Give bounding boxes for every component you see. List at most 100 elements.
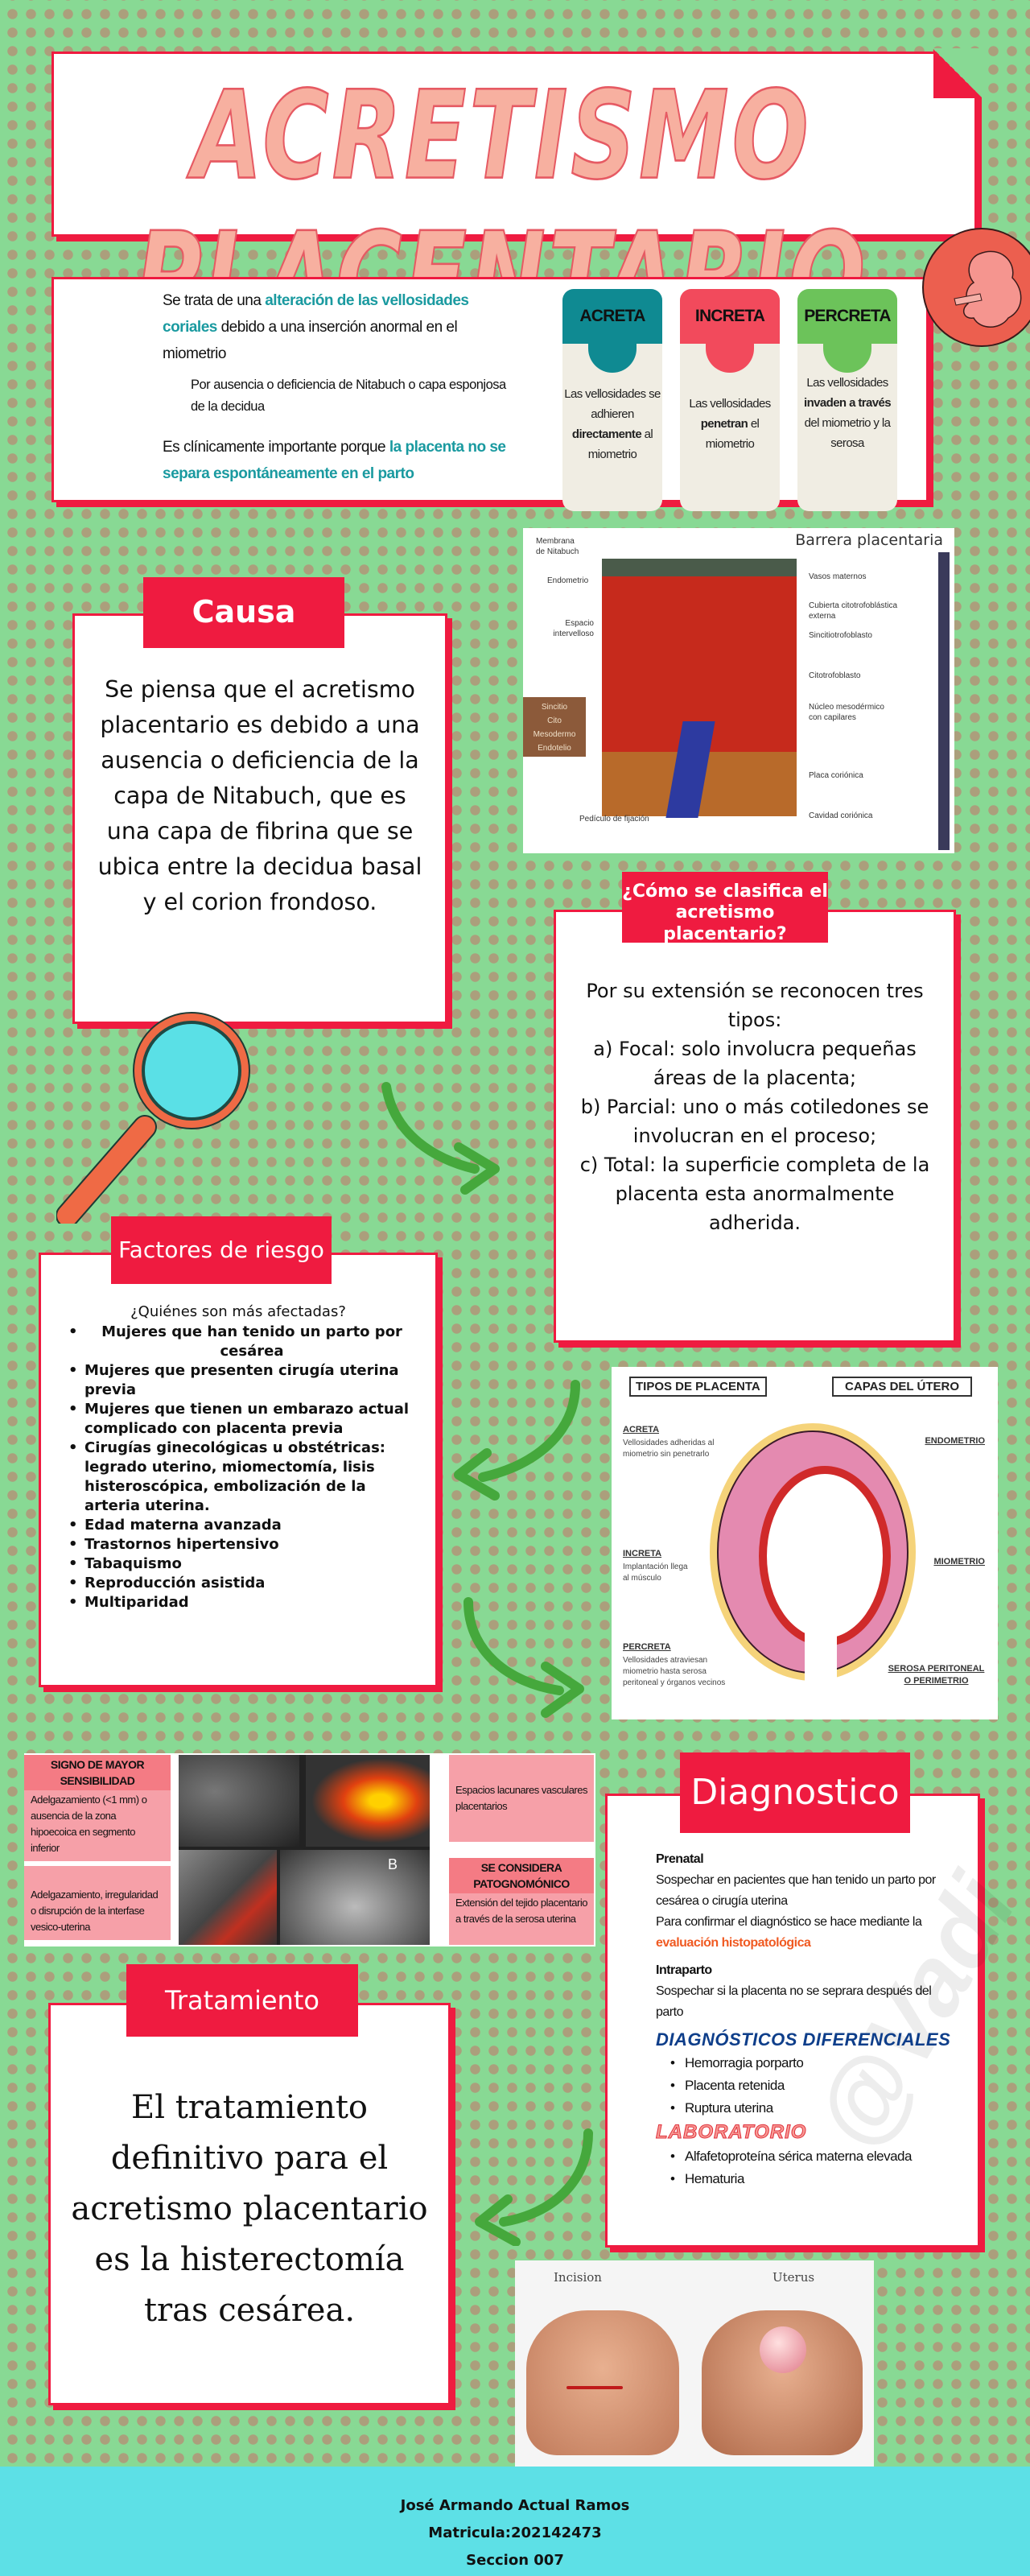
diagnostico-card: @Vadi Prenatal Sospechar en pacientes qu… bbox=[605, 1794, 1030, 2248]
factores-card: ¿Quiénes son más afectadas? Mujeres que … bbox=[39, 1253, 438, 1687]
prenatal-label: Prenatal bbox=[656, 1852, 704, 1866]
box-label: Endotelio bbox=[538, 744, 571, 753]
ultrasound-image-3 bbox=[179, 1850, 277, 1945]
tratamiento-text: El tratamiento definitivo para el acreti… bbox=[71, 2089, 428, 2329]
layer-label: MIOMETRIO bbox=[933, 1557, 985, 1567]
label-cubierta: Cubierta citotrofoblástica externa bbox=[809, 601, 898, 621]
arrow-right-icon bbox=[459, 1594, 595, 1723]
label-pediculo: Pedículo de fijación bbox=[579, 815, 649, 824]
diagnostico-body: Prenatal Sospechar en pacientes que han … bbox=[656, 1849, 962, 2190]
sign-sensitivity-box: SIGNO DE MAYOR SENSIBILIDAD Adelgazamien… bbox=[24, 1755, 171, 1861]
confirm-text: Para confirmar el diagnóstico se hace me… bbox=[656, 1915, 922, 1929]
box-heading: SIGNO DE MAYOR SENSIBILIDAD bbox=[24, 1755, 171, 1790]
list-item: Tabaquismo bbox=[65, 1554, 419, 1574]
ultrasound-images: B bbox=[179, 1755, 430, 1945]
uterus-label: Uterus bbox=[772, 2270, 815, 2285]
diferenciales-heading: DIAGNÓSTICOS DIFERENCIALES bbox=[656, 2029, 951, 2050]
ultrasound-doppler-image bbox=[306, 1755, 430, 1847]
intro-subnote: Por ausencia o deficiencia de Nitabuch o… bbox=[191, 378, 506, 414]
diagnostico-heading: Diagnostico bbox=[680, 1752, 910, 1833]
lacunar-spaces-box: Espacios lacunares vasculares placentari… bbox=[449, 1755, 594, 1842]
clasificacion-card: Por su extensión se reconocen tres tipos… bbox=[554, 910, 956, 1343]
list-item: Mujeres que han tenido un parto por cesá… bbox=[65, 1323, 419, 1361]
type-desc: Vellosidades adheridas al miometrio sin … bbox=[623, 1439, 715, 1459]
clasificacion-line: b) Parcial: uno o más cotiledones se inv… bbox=[580, 1096, 929, 1147]
box-text: Adelgazamiento, irregularidad o disrupci… bbox=[31, 1889, 159, 1933]
label-endometrio: Endometrio bbox=[547, 576, 589, 585]
type-title: ACRETA bbox=[562, 289, 662, 344]
clasificacion-text: Por su extensión se reconocen tres tipos… bbox=[569, 976, 941, 1237]
laboratorio-heading: LABORATORIO bbox=[656, 2121, 807, 2144]
type-card-acreta: ACRETA Las vellosidades se adhieren dire… bbox=[562, 289, 662, 511]
label-nitabuch: Membrana de Nitabuch bbox=[536, 537, 579, 556]
list-item: Mujeres que presenten cirugía uterina pr… bbox=[65, 1361, 419, 1400]
label-citotrofo: Citotrofoblasto bbox=[809, 671, 861, 680]
arrow-left-icon bbox=[472, 2125, 600, 2247]
figure-title: Barrera placentaria bbox=[795, 531, 943, 549]
layer-label: ENDOMETRIO bbox=[925, 1436, 985, 1446]
clasificacion-heading: ¿Cómo se clasifica el acretismo placenta… bbox=[622, 872, 828, 943]
type-tab-knob bbox=[588, 337, 637, 373]
type-label: PERCRETA bbox=[623, 1642, 671, 1652]
placental-barrier-diagram: Barrera placentaria Sincitio Cito Mesode… bbox=[523, 528, 954, 853]
arrow-right-icon bbox=[378, 1079, 515, 1199]
list-item: Alfafetoproteína sérica materna elevada bbox=[669, 2145, 962, 2168]
tratamiento-heading: Tratamiento bbox=[126, 1964, 358, 2037]
label-vasos: Vasos maternos bbox=[809, 572, 867, 581]
figure-title-left: TIPOS DE PLACENTA bbox=[629, 1377, 767, 1397]
diagram-villi-illustration bbox=[602, 559, 797, 818]
type-desc: Implantación llega al músculo bbox=[623, 1563, 688, 1583]
box-text: Espacios lacunares vasculares placentari… bbox=[455, 1784, 587, 1812]
student-id: Matricula:202142473 bbox=[428, 2524, 602, 2541]
diferenciales-list: Hemorragia porparto Placenta retenida Ru… bbox=[656, 2052, 962, 2120]
desc-pre: Las vellosidades se adhieren bbox=[564, 387, 661, 421]
ultrasound-image-4: B bbox=[280, 1850, 430, 1945]
box-label: Mesodermo bbox=[533, 730, 576, 739]
open-abdomen-image bbox=[702, 2310, 863, 2455]
clasificacion-line: Por su extensión se reconocen tres tipos… bbox=[586, 980, 924, 1031]
list-item: Trastornos hipertensivo bbox=[65, 1535, 419, 1554]
intro-definition: Se trata de una alteración de las vellos… bbox=[163, 287, 509, 367]
uterus-shape bbox=[760, 2326, 806, 2373]
desc-post: el miometrio bbox=[705, 417, 760, 451]
hysterectomy-illustration: Incision Uterus bbox=[515, 2260, 874, 2494]
footer: José Armando Actual Ramos Matricula:2021… bbox=[0, 2467, 1030, 2576]
intro-card: Se trata de una alteración de las vellos… bbox=[52, 277, 929, 511]
incision-label: Incision bbox=[554, 2270, 602, 2285]
intro-highlight: alteración de las vellosidades coriales bbox=[163, 292, 469, 336]
label-espacio: Espacio intervelloso bbox=[553, 619, 594, 638]
intraparto-label: Intraparto bbox=[656, 1963, 712, 1977]
type-description: Las vellosidades se adhieren directament… bbox=[564, 384, 661, 464]
laboratorio-list: Alfafetoproteína sérica materna elevada … bbox=[656, 2145, 962, 2190]
importance-highlight: la placenta no se separa espontáneamente… bbox=[163, 439, 506, 482]
type-description: Las vellosidades invaden a través del mi… bbox=[799, 373, 896, 453]
type-title: INCRETA bbox=[680, 289, 780, 344]
desc-bold: penetran bbox=[700, 417, 748, 431]
importance-text: Es clínicamente importante porque bbox=[163, 439, 389, 456]
intraparto-text: Sospechar si la placenta no se seprara d… bbox=[656, 1984, 932, 2019]
box-text: Adelgazamiento (<1 mm) o ausencia de la … bbox=[31, 1794, 147, 1854]
list-item: Placenta retenida bbox=[669, 2074, 962, 2097]
list-item: Reproducción asistida bbox=[65, 1574, 419, 1593]
causa-heading: Causa bbox=[143, 577, 344, 648]
label-nucleo: Núcleo mesodérmico con capilares bbox=[809, 703, 884, 722]
label-cavidad: Cavidad coriónica bbox=[809, 811, 873, 820]
prenatal-text: Sospechar en pacientes que han tenido un… bbox=[656, 1873, 936, 1908]
slide-edge bbox=[938, 552, 950, 850]
causa-text: Se piensa que el acretismo placentario e… bbox=[97, 676, 422, 915]
list-item: Hemorragia porparto bbox=[669, 2052, 962, 2074]
type-card-increta: INCRETA Las vellosidades penetran el mio… bbox=[680, 289, 780, 511]
type-desc: Vellosidades atraviesan miometrio hasta … bbox=[623, 1656, 726, 1687]
pathognomonic-box: SE CONSIDERA PATOGNOMÓNICO Extensión del… bbox=[449, 1858, 594, 1945]
confirm-highlight: evaluación histopatológica bbox=[656, 1936, 811, 1950]
uterus-layers-diagram: TIPOS DE PLACENTA CAPAS DEL ÚTERO ACRETA… bbox=[612, 1367, 998, 1719]
desc-post: del miometrio y la serosa bbox=[804, 416, 891, 450]
factores-heading: Factores de riesgo bbox=[111, 1216, 332, 1284]
arrow-left-icon bbox=[447, 1377, 583, 1505]
box-text: Extensión del tejido placentario a travé… bbox=[455, 1897, 587, 1925]
label-sincitio: Sincitiotrofoblasto bbox=[809, 631, 872, 640]
image-label: B bbox=[387, 1856, 398, 1872]
fetus-icon bbox=[922, 228, 1030, 347]
desc-bold: invaden a través bbox=[804, 396, 892, 410]
type-tab-knob bbox=[706, 337, 754, 373]
